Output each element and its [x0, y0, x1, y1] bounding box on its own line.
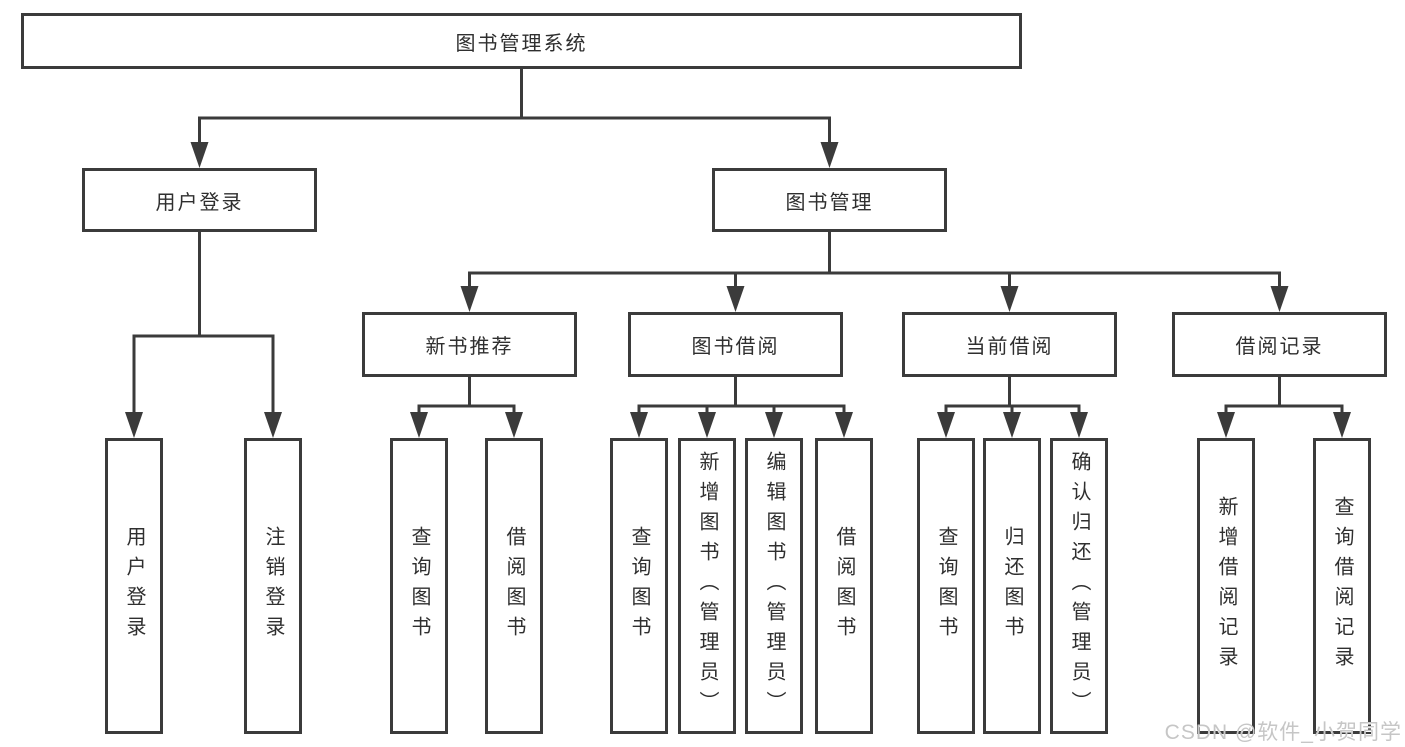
- arrowhead-icons: [125, 142, 1351, 438]
- node-root: 图书管理系统: [21, 13, 1022, 69]
- leaf-label: 查询图书: [628, 526, 650, 646]
- node-label: 借阅记录: [1235, 336, 1324, 358]
- node-current-borrow: 当前借阅: [902, 312, 1117, 377]
- leaf-label: 查询图书: [935, 526, 957, 646]
- leaf-search-borrow-record: 查询借阅记录: [1313, 438, 1371, 734]
- leaf-label: 编辑图书（管理员）: [763, 451, 785, 721]
- node-book-borrow: 图书借阅: [628, 312, 843, 377]
- node-label: 图书管理系统: [455, 32, 588, 55]
- leaf-label: 新增图书（管理员）: [696, 451, 718, 721]
- leaf-confirm-return-admin: 确认归还（管理员）: [1050, 438, 1108, 734]
- leaf-label: 注销登录: [262, 526, 284, 646]
- leaf-label: 借阅图书: [503, 526, 525, 646]
- node-user-login: 用户登录: [82, 168, 317, 232]
- leaf-add-borrow-record: 新增借阅记录: [1197, 438, 1255, 734]
- leaf-add-book-admin: 新增图书（管理员）: [678, 438, 736, 734]
- leaf-return-book: 归还图书: [983, 438, 1041, 734]
- leaf-label: 借阅图书: [833, 526, 855, 646]
- node-borrow-records: 借阅记录: [1172, 312, 1387, 377]
- leaf-label: 归还图书: [1001, 526, 1023, 646]
- node-label: 用户登录: [155, 191, 244, 214]
- node-book-management: 图书管理: [712, 168, 947, 232]
- leaf-label: 查询图书: [408, 526, 430, 646]
- node-label: 图书借阅: [691, 336, 780, 358]
- leaf-label: 用户登录: [123, 526, 145, 646]
- node-new-book-recommend: 新书推荐: [362, 312, 577, 377]
- leaf-borrow-books: 借阅图书: [815, 438, 873, 734]
- node-label: 图书管理: [785, 191, 874, 214]
- leaf-search-books-borrow: 查询图书: [610, 438, 668, 734]
- csdn-watermark: CSDN @软件_小贺同学: [1164, 721, 1402, 744]
- leaf-borrow-books-recommend: 借阅图书: [485, 438, 543, 734]
- leaf-search-books-recommend: 查询图书: [390, 438, 448, 734]
- leaf-label: 新增借阅记录: [1215, 496, 1237, 676]
- leaf-user-login: 用户登录: [105, 438, 163, 734]
- node-label: 新书推荐: [425, 336, 514, 358]
- leaf-edit-book-admin: 编辑图书（管理员）: [745, 438, 803, 734]
- leaf-label: 确认归还（管理员）: [1068, 451, 1090, 721]
- node-label: 当前借阅: [965, 336, 1054, 358]
- leaf-search-books-current: 查询图书: [917, 438, 975, 734]
- leaf-label: 查询借阅记录: [1331, 496, 1353, 676]
- leaf-logout: 注销登录: [244, 438, 302, 734]
